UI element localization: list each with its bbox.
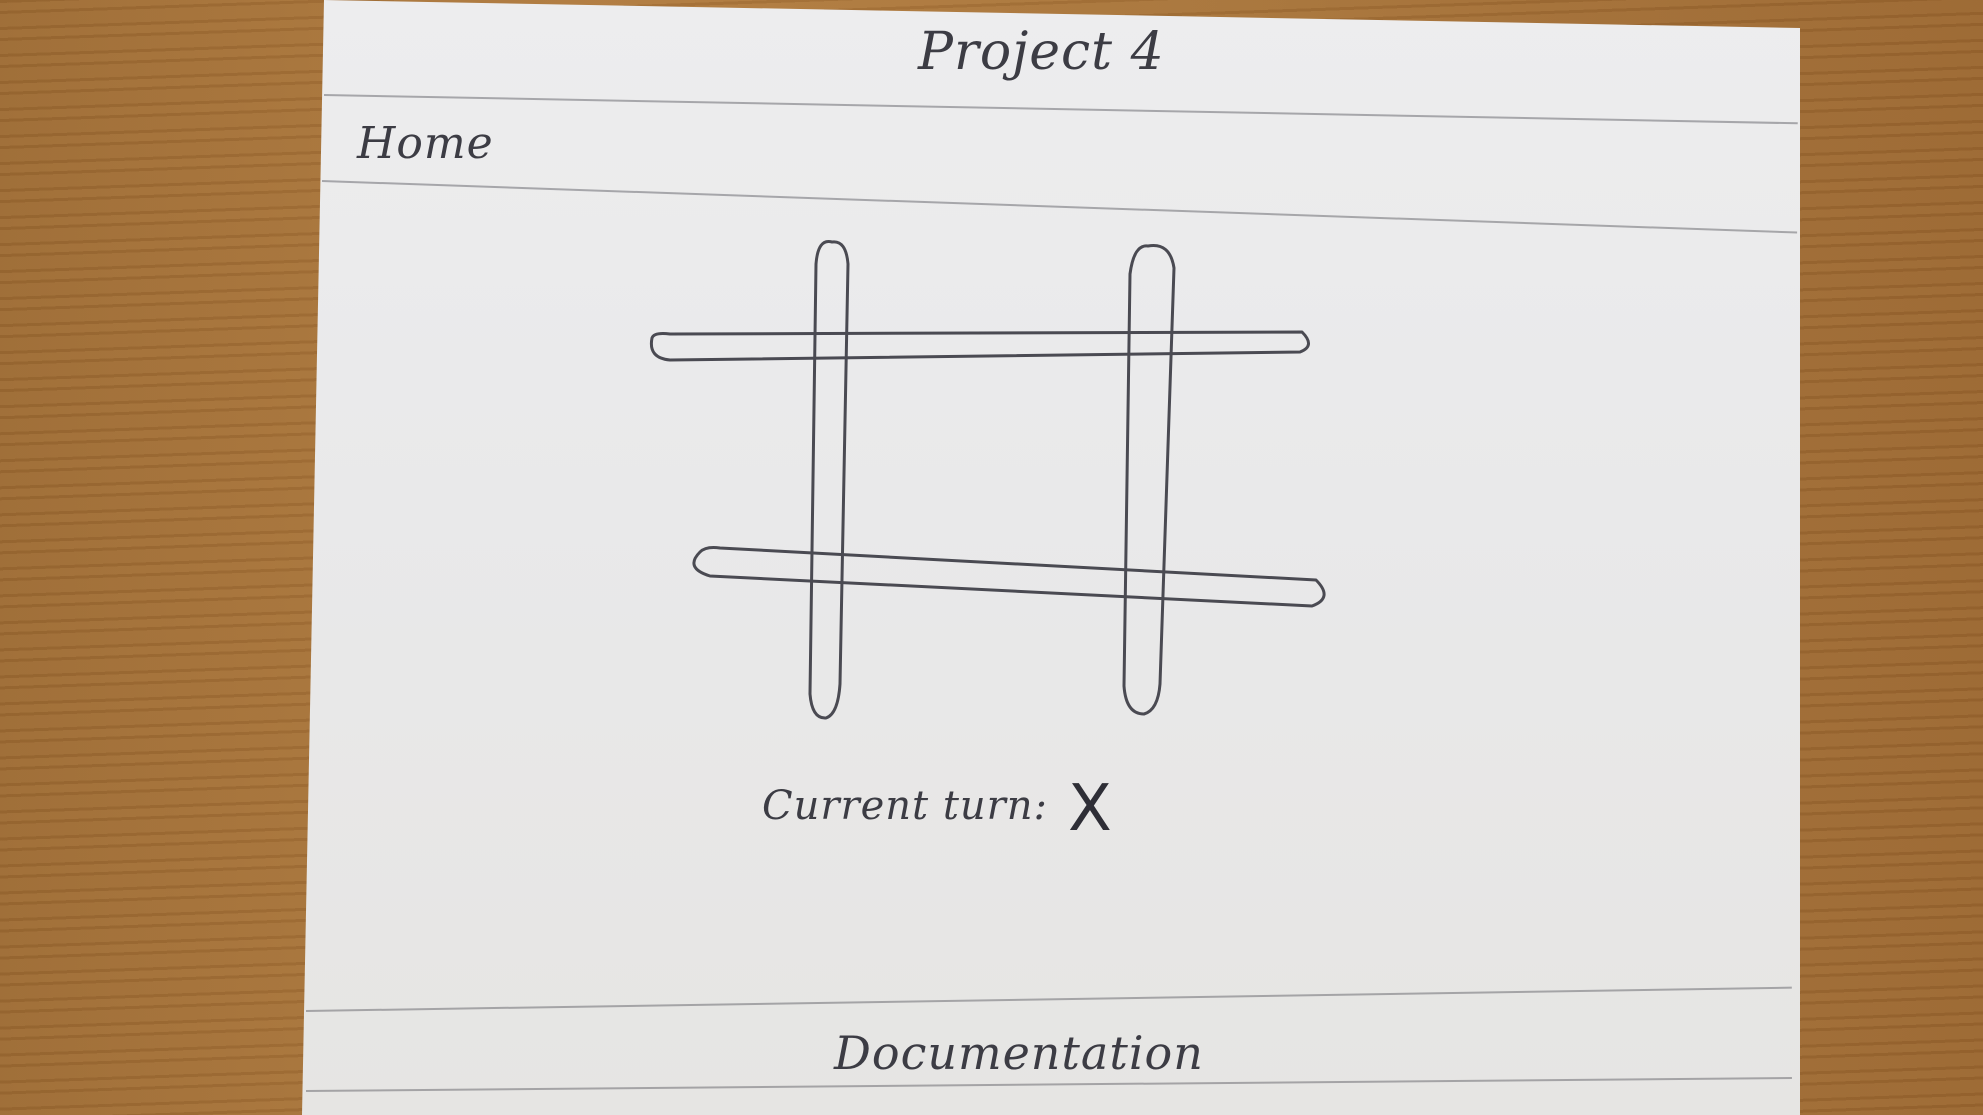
board-cell-2-1[interactable]	[840, 579, 1125, 724]
current-turn-player: X	[1068, 772, 1113, 846]
home-nav-link[interactable]: Home	[357, 118, 494, 169]
board-cell-2-0[interactable]	[640, 579, 812, 724]
board-cell-1-1[interactable]	[845, 359, 1130, 554]
board-cell-2-2[interactable]	[1160, 604, 1340, 724]
board-cell-0-2[interactable]	[1170, 234, 1340, 339]
board-cell-0-0[interactable]	[640, 234, 820, 339]
board-cell-0-1[interactable]	[845, 234, 1130, 339]
board-cell-1-2[interactable]	[1165, 359, 1340, 554]
page-title: Project 4	[918, 22, 1165, 82]
board-grid	[649, 239, 1326, 720]
tic-tac-toe-board	[640, 234, 1340, 724]
grid-line-horizontal-bottom	[692, 546, 1326, 608]
current-turn-label: Current turn:	[762, 783, 1049, 829]
grid-line-vertical-right	[1122, 243, 1176, 716]
sketch-paper	[302, 0, 1800, 1115]
board-cell-1-0[interactable]	[640, 359, 815, 554]
grid-line-horizontal-top	[649, 330, 1310, 362]
documentation-link[interactable]: Documentation	[834, 1026, 1204, 1080]
grid-line-vertical-left	[808, 239, 850, 720]
